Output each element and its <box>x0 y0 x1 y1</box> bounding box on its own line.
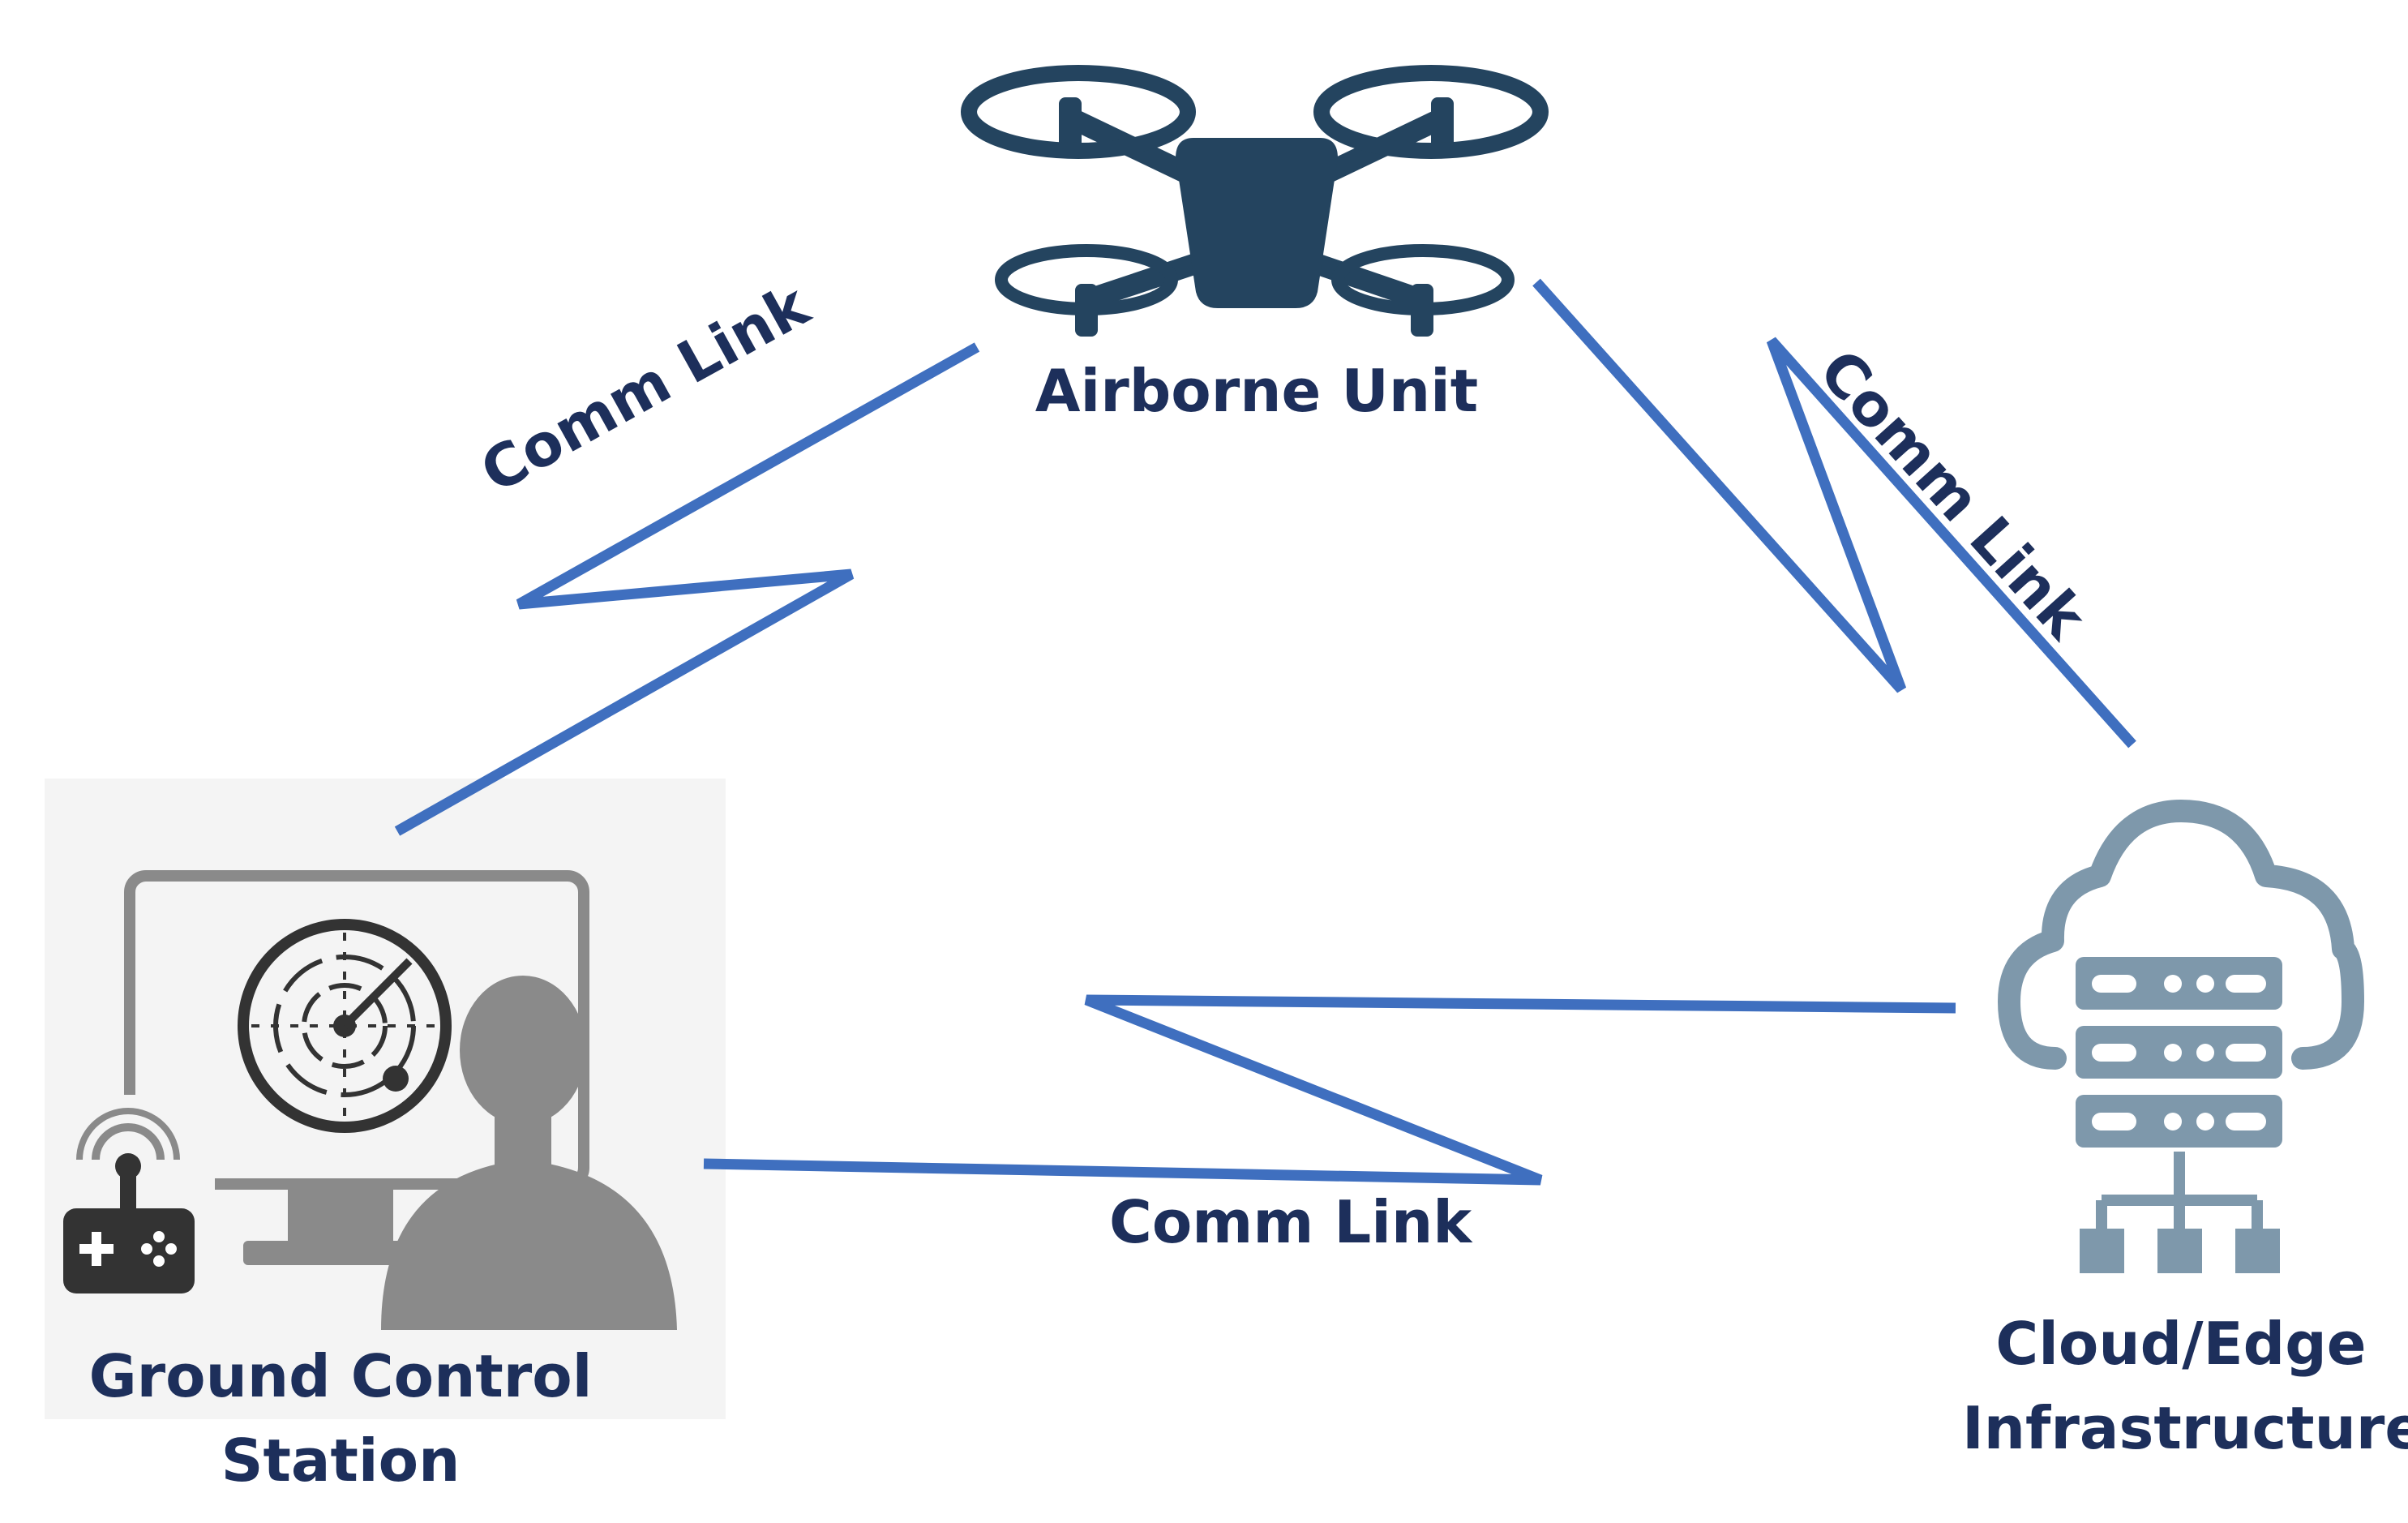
cloud-outline <box>1998 800 2364 1070</box>
ground-control-station-label-line2: Station <box>221 1426 461 1495</box>
ground-control-station-label: Ground Control Station <box>65 1334 616 1503</box>
ground-control-station-icon <box>53 870 677 1330</box>
gamepad-icon <box>53 1095 215 1310</box>
server-rack-icon <box>2076 957 2282 1148</box>
operator-person-icon <box>381 976 677 1330</box>
cloud-server-icon <box>1998 800 2364 1273</box>
comm-link-ground-cloud-line <box>703 994 1956 1186</box>
airborne-unit-label: Airborne Unit <box>1035 357 1479 425</box>
network-tree-icon <box>2080 1152 2280 1273</box>
comm-link-airborne-cloud-line <box>1532 278 2136 749</box>
comm-link-ground-airborne-line <box>394 342 980 836</box>
drone-icon <box>961 65 1549 337</box>
cloud-edge-label-line2: Infrastructure <box>1962 1394 2408 1462</box>
cloud-edge-label-line1: Cloud/Edge <box>1995 1310 2367 1378</box>
comm-link-ground-cloud-label: Comm Link <box>1109 1188 1472 1256</box>
radar-icon <box>238 919 452 1133</box>
cloud-edge-infrastructure-label: Cloud/Edge Infrastructure <box>1962 1302 2408 1470</box>
ground-control-station-label-line1: Ground Control <box>88 1342 593 1410</box>
